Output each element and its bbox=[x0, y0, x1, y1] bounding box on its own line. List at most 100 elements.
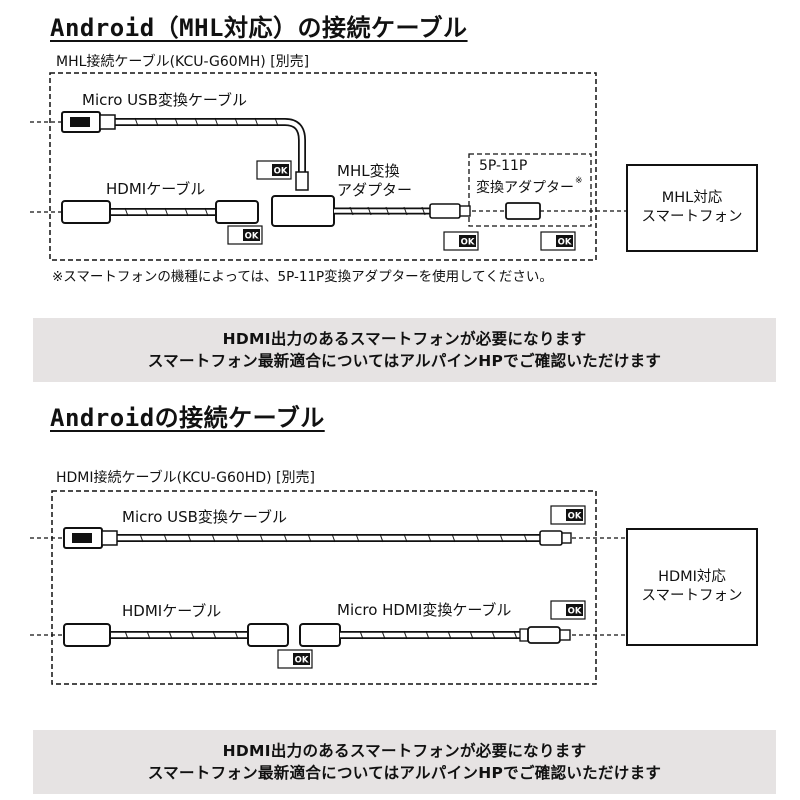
section1-note-line2: スマートフォン最新適合についてはアルパインHPでご確認いただけます bbox=[147, 352, 662, 370]
mhl-adapter-label-line1: MHL変換 bbox=[337, 162, 400, 180]
cable-tick-mark bbox=[211, 533, 216, 543]
s2-micro-usb-plug bbox=[539, 530, 563, 546]
cable-tick-mark bbox=[381, 630, 386, 640]
hdmi-cable bbox=[61, 200, 259, 224]
s2-micro-hdmi-cable bbox=[299, 623, 571, 647]
ok-badge-mhl-adapter: OK bbox=[443, 231, 479, 251]
cable-tick-mark bbox=[174, 117, 179, 127]
svg-text:OK: OK bbox=[568, 512, 582, 522]
cable-tick-mark bbox=[235, 533, 240, 543]
s2-hdmi-plug-left bbox=[63, 623, 111, 647]
mhl-smartphone-box: MHL対応 スマートフォン bbox=[626, 164, 758, 252]
ok-badge-micro-usb: OK bbox=[256, 160, 292, 180]
mhl-adapter-label-line2: アダプター bbox=[337, 181, 413, 199]
mhl-adapter-body bbox=[271, 195, 335, 227]
cable-tick-mark bbox=[259, 533, 264, 543]
s2-hdmi-cable bbox=[63, 623, 289, 647]
cable-tick-mark bbox=[499, 533, 504, 543]
hdmi-phone-label-line1: HDMI対応 bbox=[658, 569, 726, 585]
cable-tick-mark bbox=[523, 533, 528, 543]
cable-tick-mark bbox=[274, 117, 279, 127]
s2-hdmi-socket bbox=[299, 623, 341, 647]
section2-micro-hdmi-label: Micro HDMI変換ケーブル bbox=[337, 601, 512, 619]
s2-micro-usb-cable bbox=[63, 527, 572, 549]
cable-tick-mark bbox=[163, 533, 168, 543]
cable-tick-mark bbox=[124, 207, 129, 217]
svg-text:OK: OK bbox=[568, 607, 582, 617]
ok-badge-5p-adapter: OK bbox=[540, 231, 576, 251]
section2-note-line2: スマートフォン最新適合についてはアルパインHPでご確認いただけます bbox=[147, 764, 662, 782]
cable-tick-mark bbox=[254, 117, 259, 127]
cable-tick-mark bbox=[475, 533, 480, 543]
cable-tick-mark bbox=[134, 117, 139, 127]
svg-text:OK: OK bbox=[461, 238, 475, 248]
cable-tick-mark bbox=[204, 207, 209, 217]
section2-hdmi-label: HDMIケーブル bbox=[122, 602, 222, 620]
cable-tick-mark bbox=[184, 207, 189, 217]
cable-tick-mark bbox=[403, 533, 408, 543]
hdmi-plug-left bbox=[61, 200, 111, 224]
cable-tick-mark bbox=[385, 206, 390, 216]
cable-tick-mark bbox=[144, 207, 149, 217]
cable-tick-mark bbox=[168, 630, 173, 640]
adapter-5p-footnote-mark: ※ bbox=[575, 176, 583, 186]
cable-tick-mark bbox=[359, 630, 364, 640]
svg-text:OK: OK bbox=[245, 232, 259, 242]
micro-usb-cable bbox=[61, 111, 309, 191]
cable-tick-mark bbox=[403, 206, 408, 216]
cable-tick-mark bbox=[234, 630, 239, 640]
section2-note-box: HDMI出力のあるスマートフォンが必要になります スマートフォン最新適合について… bbox=[33, 730, 776, 794]
section2-micro-usb-label: Micro USB変換ケーブル bbox=[122, 508, 288, 526]
cable-tick-mark bbox=[469, 630, 474, 640]
usb-a-plug-tongue bbox=[70, 117, 90, 127]
cable-tick-mark bbox=[349, 206, 354, 216]
s2-ok-badge-hdmi: OK bbox=[277, 649, 313, 669]
section1-note-line1: HDMI出力のあるスマートフォンが必要になります bbox=[222, 330, 587, 348]
hdmi-phone-label-line2: スマートフォン bbox=[641, 588, 743, 604]
cable-tick-mark bbox=[421, 206, 426, 216]
section1-kit-label: MHL接続ケーブル(KCU-G60MH) [別売] bbox=[56, 54, 310, 70]
micro-usb-plug bbox=[295, 171, 309, 191]
adapter-5p-body bbox=[505, 202, 541, 220]
mhl-phone-label-line2: スマートフォン bbox=[641, 209, 743, 225]
cable-tick-mark bbox=[367, 206, 372, 216]
cable-tick-mark bbox=[491, 630, 496, 640]
usb-a-plug-neck bbox=[99, 114, 116, 130]
cable-tick-mark bbox=[379, 533, 384, 543]
cable-tick-mark bbox=[355, 533, 360, 543]
svg-text:OK: OK bbox=[295, 656, 309, 666]
mhl-micro-usb-plug bbox=[429, 203, 461, 219]
section1-kit-frame bbox=[49, 72, 597, 261]
section2-note-line1: HDMI出力のあるスマートフォンが必要になります bbox=[222, 742, 587, 760]
section2-kit-frame bbox=[51, 490, 597, 685]
cable-tick-mark bbox=[139, 533, 144, 543]
hdmi-smartphone-box: HDMI対応 スマートフォン bbox=[626, 528, 758, 646]
svg-text:OK: OK bbox=[558, 238, 572, 248]
cable-tick-mark bbox=[307, 533, 312, 543]
s2-ok-badge-micro-hdmi: OK bbox=[550, 600, 586, 620]
section1-micro-usb-label: Micro USB変換ケーブル bbox=[82, 91, 248, 109]
adapter-5p-label-line2: 変換アダプター bbox=[476, 180, 574, 196]
adapter-5p-frame bbox=[468, 153, 592, 227]
section2-title: Androidの接続ケーブル bbox=[50, 404, 325, 432]
cable-tick-mark bbox=[124, 630, 129, 640]
cable-tick-mark bbox=[427, 533, 432, 543]
cable-tick-mark bbox=[164, 207, 169, 217]
ok-badge-hdmi: OK bbox=[227, 225, 263, 245]
cable-tick-mark bbox=[146, 630, 151, 640]
s2-ok-badge-micro-usb: OK bbox=[550, 505, 586, 525]
s2-micro-hdmi-plug bbox=[527, 626, 561, 644]
s2-hdmi-plug-right bbox=[247, 623, 289, 647]
cable-tick-mark bbox=[447, 630, 452, 640]
section1-footnote: ※スマートフォンの機種によっては、5P-11P変換アダプターを使用してください。 bbox=[52, 269, 553, 285]
cable-tick-mark bbox=[190, 630, 195, 640]
section1-hdmi-label: HDMIケーブル bbox=[106, 180, 206, 198]
cable-tick-mark bbox=[331, 533, 336, 543]
cable-tick-mark bbox=[283, 533, 288, 543]
cable-tick-mark bbox=[451, 533, 456, 543]
cable-tick-mark bbox=[214, 117, 219, 127]
section1-title: Android（MHL対応）の接続ケーブル bbox=[50, 14, 468, 42]
svg-text:OK: OK bbox=[274, 167, 288, 177]
cable-tick-mark bbox=[425, 630, 430, 640]
